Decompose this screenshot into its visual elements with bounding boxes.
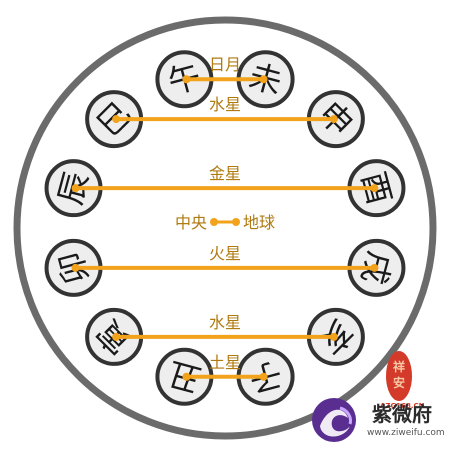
- watermark-url: www.ziweifu.com: [367, 428, 445, 438]
- red-seal-stamp: 祥 安: [386, 351, 412, 401]
- svg-text:祥: 祥: [393, 359, 405, 374]
- pair-dot: [112, 115, 121, 124]
- pair-dot: [182, 372, 191, 381]
- pair-dot: [329, 332, 338, 341]
- center-dot: [210, 218, 218, 226]
- pair-label: 火星: [209, 244, 241, 263]
- pair-dot: [71, 263, 80, 272]
- pair-dot: [259, 372, 268, 381]
- pair-label: 土星: [209, 353, 241, 372]
- purple-swirl-logo-icon: [312, 398, 356, 442]
- pair-dot: [370, 184, 379, 193]
- pair-label: 日月: [209, 55, 241, 74]
- watermark-logo: 紫微府 www.ziweifu.com: [300, 392, 450, 450]
- center-dot: [232, 218, 240, 226]
- center-label-left: 中央: [175, 213, 207, 232]
- pair-label: 水星: [209, 95, 241, 114]
- pair-dot: [329, 115, 338, 124]
- pair-label: 水星: [209, 313, 241, 332]
- pair-label: 金星: [209, 164, 241, 183]
- pair-dot: [182, 75, 191, 84]
- pair-dot: [71, 184, 80, 193]
- outer-ring: [13, 16, 437, 440]
- watermark-title: 紫微府: [372, 402, 432, 426]
- center-label-right: 地球: [243, 213, 275, 232]
- pair-dot: [370, 263, 379, 272]
- svg-text:安: 安: [393, 375, 405, 390]
- seal-text: AZG168.CN: [380, 402, 425, 410]
- pair-dot: [112, 332, 121, 341]
- pair-dot: [259, 75, 268, 84]
